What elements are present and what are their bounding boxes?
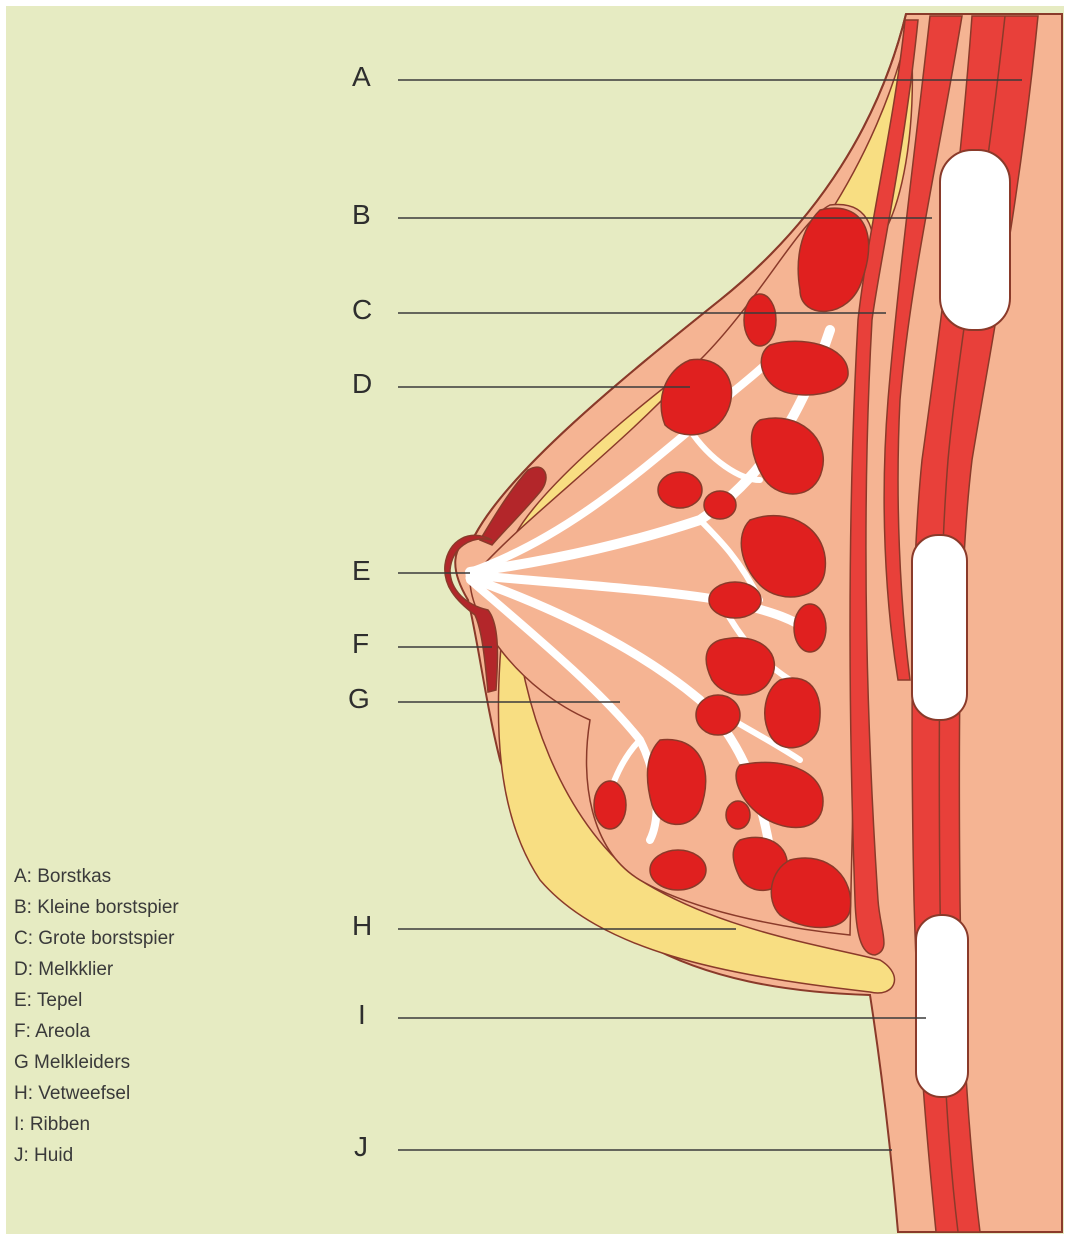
- rib-3: [916, 915, 968, 1097]
- callout-letter-f: F: [352, 628, 369, 659]
- callout-letter-c: C: [352, 294, 372, 325]
- legend-entry: G Melkleiders: [14, 1052, 130, 1073]
- callout-letter-a: A: [352, 61, 371, 92]
- callout-letter-g: G: [348, 683, 370, 714]
- callout-letter-b: B: [352, 199, 371, 230]
- legend-entry: C: Grote borstspier: [14, 928, 175, 949]
- callout-letter-e: E: [352, 555, 371, 586]
- legend-entry: D: Melkklier: [14, 959, 114, 980]
- legend-entry: E: Tepel: [14, 990, 82, 1011]
- legend-entry: I: Ribben: [14, 1114, 90, 1135]
- legend-entry: B: Kleine borstspier: [14, 897, 179, 918]
- callout-letter-h: H: [352, 910, 372, 941]
- callout-letter-j: J: [354, 1131, 368, 1162]
- rib-2: [912, 535, 967, 720]
- legend-entry: A: Borstkas: [14, 866, 111, 887]
- callout-letter-i: I: [358, 999, 366, 1030]
- legend-entry: F: Areola: [14, 1021, 90, 1042]
- legend-entry: H: Vetweefsel: [14, 1083, 130, 1104]
- legend-entry: J: Huid: [14, 1145, 73, 1166]
- rib-1: [940, 150, 1010, 330]
- callout-letter-d: D: [352, 368, 372, 399]
